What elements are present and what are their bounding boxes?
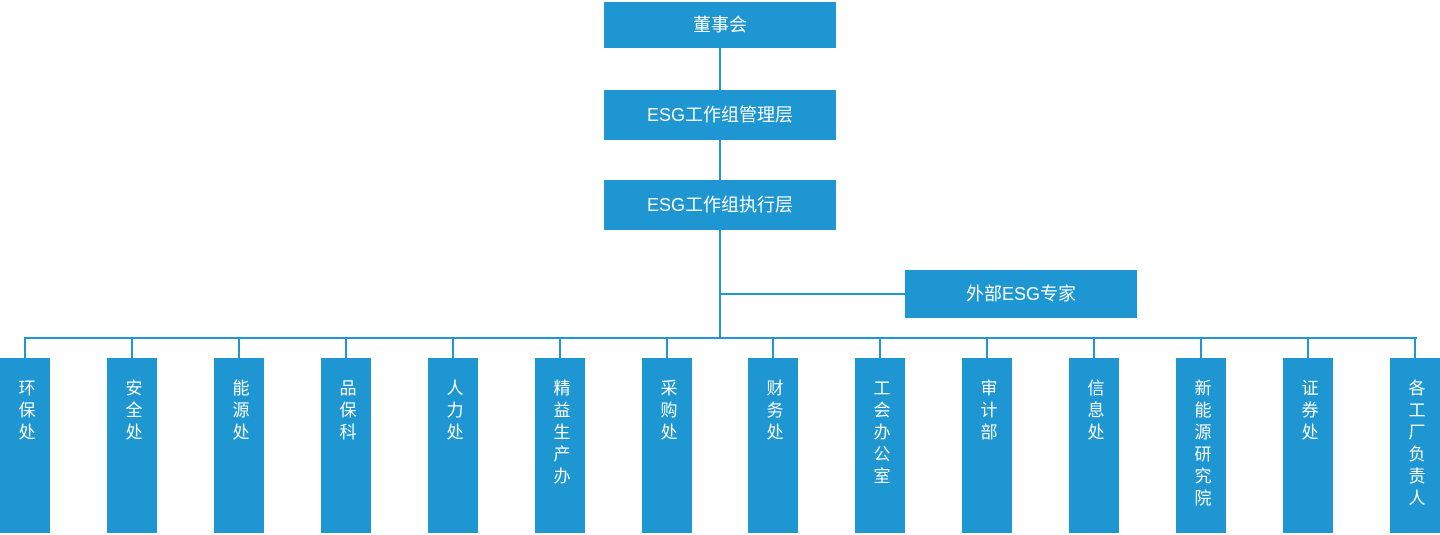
dept-box: 品保科 [321,358,371,533]
dept-node-xinxichu: 信息处 [1069,337,1119,533]
dept-label: 精益生产办 [550,379,570,489]
connector-stub [24,337,26,358]
node-external-advisor: 外部ESG专家 [905,270,1137,318]
dept-node-anquanchu: 安全处 [107,337,157,533]
dept-box: 能源处 [214,358,264,533]
dept-label: 财务处 [763,379,783,445]
dept-box: 新能源研究院 [1176,358,1226,533]
dept-label: 采购处 [657,379,677,445]
dept-node-xinnengyuanyanjiuyuan: 新能源研究院 [1176,337,1226,533]
dept-box: 精益生产办 [535,358,585,533]
dept-box: 财务处 [748,358,798,533]
connector-stub [345,337,347,358]
dept-node-gegongchangfuzeren: 各工厂负责人 [1390,337,1440,533]
node-board: 董事会 [604,2,836,48]
dept-label: 信息处 [1084,379,1104,445]
dept-node-gonghuibangongshi: 工会办公室 [855,337,905,533]
connector-stub [666,337,668,358]
dept-label: 能源处 [229,379,249,445]
dept-label: 环保处 [15,379,35,445]
connector-stub [1093,337,1095,358]
dept-label: 安全处 [122,379,142,445]
connector-stub [452,337,454,358]
dept-node-pinbaoke: 品保科 [321,337,371,533]
connector-board-management [719,48,721,90]
dept-node-nengyuanchu: 能源处 [214,337,264,533]
connector-stub [1307,337,1309,358]
node-esg-management: ESG工作组管理层 [604,90,836,140]
connector-advisor-branch [720,293,905,295]
dept-box: 安全处 [107,358,157,533]
dept-box: 审计部 [962,358,1012,533]
connector-stub [1200,337,1202,358]
connector-stub [238,337,240,358]
dept-box: 工会办公室 [855,358,905,533]
dept-box: 信息处 [1069,358,1119,533]
dept-label: 新能源研究院 [1191,379,1211,511]
dept-label: 品保科 [336,379,356,445]
dept-label: 人力处 [443,379,463,445]
connector-stub [772,337,774,358]
connector-stub [1414,337,1416,358]
dept-box: 证券处 [1283,358,1333,533]
dept-node-shenjibu: 审计部 [962,337,1012,533]
connector-stub [986,337,988,358]
connector-trunk [719,230,721,339]
dept-node-zhengquanchu: 证券处 [1283,337,1333,533]
dept-box: 人力处 [428,358,478,533]
dept-node-caigouchu: 采购处 [642,337,692,533]
connector-stub [559,337,561,358]
connector-management-execution [719,140,721,180]
dept-box: 环保处 [0,358,50,533]
dept-node-huanbaochu: 环保处 [0,337,50,533]
dept-node-jingyishengchanban: 精益生产办 [535,337,585,533]
dept-node-caiwuchu: 财务处 [748,337,798,533]
dept-box: 采购处 [642,358,692,533]
dept-label: 审计部 [977,379,997,445]
dept-box: 各工厂负责人 [1390,358,1440,533]
connector-stub [879,337,881,358]
dept-label: 工会办公室 [870,379,890,489]
connector-stub [131,337,133,358]
dept-node-renlichu: 人力处 [428,337,478,533]
dept-label: 证券处 [1298,379,1318,445]
node-esg-execution: ESG工作组执行层 [604,180,836,230]
connector-rail [25,337,1417,339]
dept-label: 各工厂负责人 [1405,379,1425,511]
